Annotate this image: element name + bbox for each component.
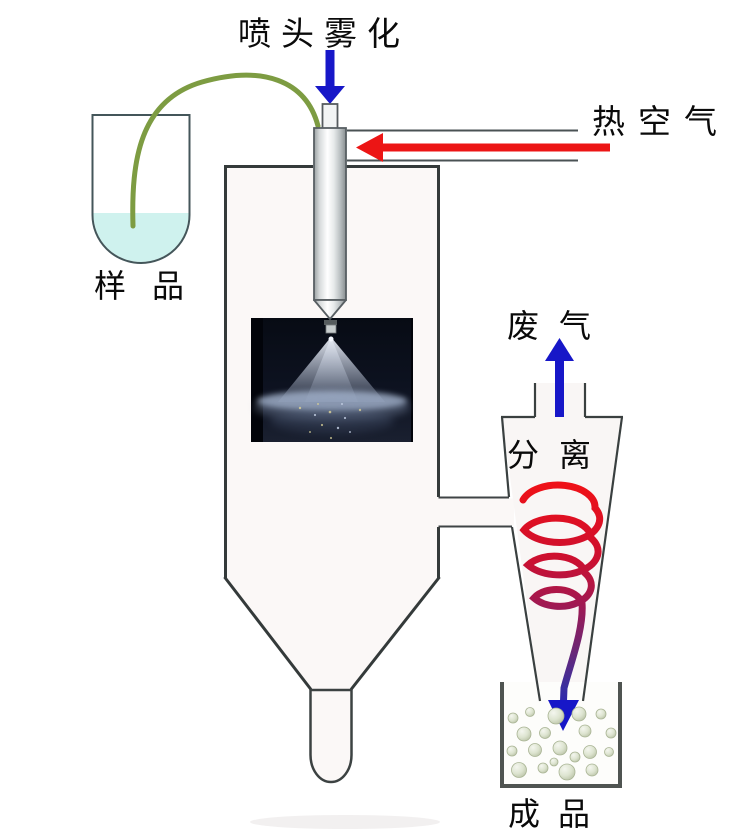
spray-cone-core [305,337,358,402]
label-nozzle-atomization: 喷头雾化 [238,16,410,53]
spray-photo [251,318,413,442]
product-container-outline [500,682,622,788]
nozzle-feed-tube [321,103,339,131]
vortex-spiral [519,481,604,705]
feed-tube [130,72,321,229]
beaker-outline [91,114,191,264]
transfer-duct-lines [438,496,512,528]
mist-fallout [270,409,394,433]
atomize-arrow-head [315,86,345,104]
nozzle-orifice [325,324,337,334]
waste-gas-arrow-head [545,338,574,361]
label-hot-air: 热空气 [592,104,730,141]
nozzle-taper-tip [313,299,347,320]
spray-origin-glow [328,336,334,342]
label-waste-gas: 废气 [507,308,611,344]
label-separation: 分离 [507,437,611,473]
nozzle-assembly [313,50,347,334]
hot-air-arrow-shaft [383,143,610,152]
beaker-liquid [93,213,189,262]
label-sample: 样品 [94,268,210,304]
cyclone-outline [500,383,624,702]
transfer-duct-fill [438,498,514,526]
product-particles [506,706,617,781]
collection-tube [309,688,353,784]
nozzle-body [313,127,347,301]
nozzle-orifice-ring [324,320,337,325]
scan-artifact [250,815,440,829]
hot-air-arrow-head [356,133,383,162]
hot-air-duct [347,129,610,162]
mist-sparkles [298,403,362,440]
sample-beaker [91,114,191,264]
atomize-arrow-shaft [325,50,335,88]
label-product: 成品 [508,796,608,832]
product-container [500,682,622,788]
chamber-outline [223,165,441,691]
drying-chamber [223,165,514,784]
waste-gas-arrow-shaft [555,359,564,417]
